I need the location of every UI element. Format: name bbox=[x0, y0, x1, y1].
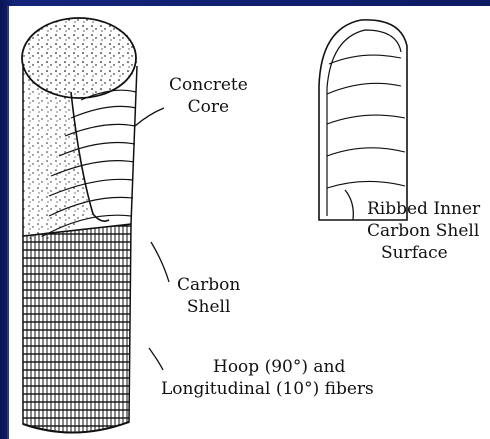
diagram-panel: Concrete Core Ribbed Inner Carbon Shell … bbox=[7, 6, 490, 439]
label-concrete-core-line1: Concrete bbox=[169, 74, 248, 96]
label-carbon-shell-line1: Carbon bbox=[177, 274, 240, 296]
label-fibers-line1: Hoop (90°) and bbox=[161, 356, 374, 378]
label-carbon-shell: Carbon Shell bbox=[177, 274, 240, 318]
label-fibers: Hoop (90°) and Longitudinal (10°) fibers bbox=[161, 356, 374, 400]
label-ribbed-surface: Ribbed Inner Carbon Shell Surface bbox=[367, 198, 480, 264]
label-ribbed-line3: Surface bbox=[367, 242, 480, 264]
label-ribbed-line1: Ribbed Inner bbox=[367, 198, 480, 220]
label-carbon-shell-line2: Shell bbox=[177, 296, 240, 318]
ribbed-shell-section bbox=[319, 20, 407, 220]
label-concrete-core-line2: Core bbox=[169, 96, 248, 118]
label-ribbed-line2: Carbon Shell bbox=[367, 220, 480, 242]
label-concrete-core: Concrete Core bbox=[169, 74, 248, 118]
woven-shell bbox=[23, 224, 131, 433]
label-fibers-line2: Longitudinal (10°) fibers bbox=[161, 378, 374, 400]
leader-lines bbox=[135, 108, 353, 370]
